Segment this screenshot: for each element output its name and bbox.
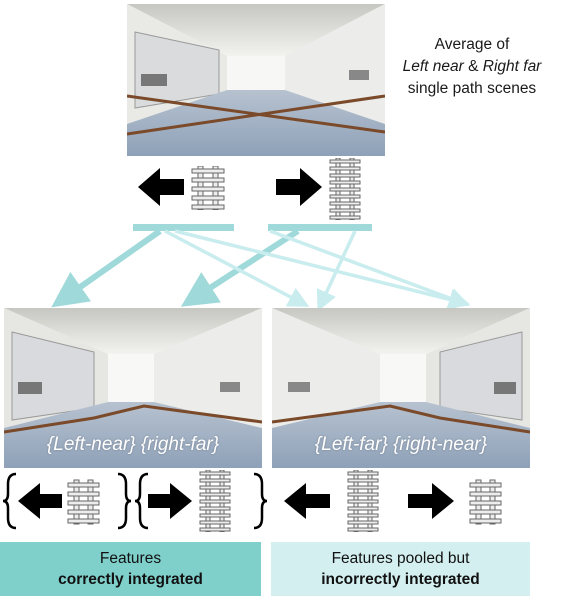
left-scene-image: [4, 308, 262, 468]
top-right-arrow-icon: [276, 168, 322, 206]
light-arrow-2: [174, 229, 471, 310]
left-arrow-icon: [284, 483, 330, 519]
caption-amp: &: [463, 58, 483, 75]
left-feature-bar: [133, 224, 234, 231]
top-caption: Average of Left near & Right far single …: [386, 34, 558, 100]
connection-arrows: [51, 224, 471, 312]
top-scene-image: [127, 4, 385, 156]
right-box-line-2: incorrectly integrated: [271, 569, 530, 590]
correctly-integrated-box: Features correctly integrated: [0, 542, 261, 596]
strong-arrow-left: [51, 228, 162, 308]
caption-line-1: Average of: [434, 36, 510, 53]
light-arrow-4: [316, 230, 357, 312]
left-brace-group: [2, 470, 268, 532]
left-box-line-1: Features: [99, 550, 162, 567]
strong-arrow-right: [180, 228, 300, 307]
right-feature-bar: [268, 224, 372, 231]
left-box-bold: correctly integrated: [58, 571, 203, 588]
left-box-line-2: correctly integrated: [0, 569, 261, 590]
track-icon: [199, 470, 231, 532]
brace-icon: [2, 472, 268, 530]
track-icon: [469, 479, 502, 525]
left-scene-label: {Left-near} {right-far}: [46, 434, 220, 455]
caption-line-3: single path scenes: [407, 80, 537, 97]
right-box-line-1: Features pooled but: [331, 550, 470, 567]
right-scene-image: [272, 308, 530, 468]
caption-left-near: Left near: [402, 58, 464, 75]
track-icon: [67, 479, 100, 525]
right-arrow-icon: [408, 483, 454, 519]
right-arrow-icon: [148, 483, 192, 519]
right-box-bold: incorrectly integrated: [321, 571, 480, 588]
left-arrow-icon: [18, 483, 62, 519]
caption-right-far: Right far: [482, 58, 542, 75]
top-track-near-icon: [191, 166, 225, 210]
incorrectly-integrated-box: Features pooled but incorrectly integrat…: [271, 542, 530, 596]
track-icon: [347, 470, 379, 532]
right-icon-group: [284, 470, 502, 532]
caption-line-2: Left near & Right far: [386, 56, 558, 78]
light-arrow-1: [164, 229, 310, 307]
light-arrow-3: [269, 229, 470, 309]
top-track-far-icon: [329, 158, 361, 220]
right-scene-label: {Left-far} {right-near}: [314, 434, 488, 455]
top-left-arrow-icon: [138, 168, 184, 206]
